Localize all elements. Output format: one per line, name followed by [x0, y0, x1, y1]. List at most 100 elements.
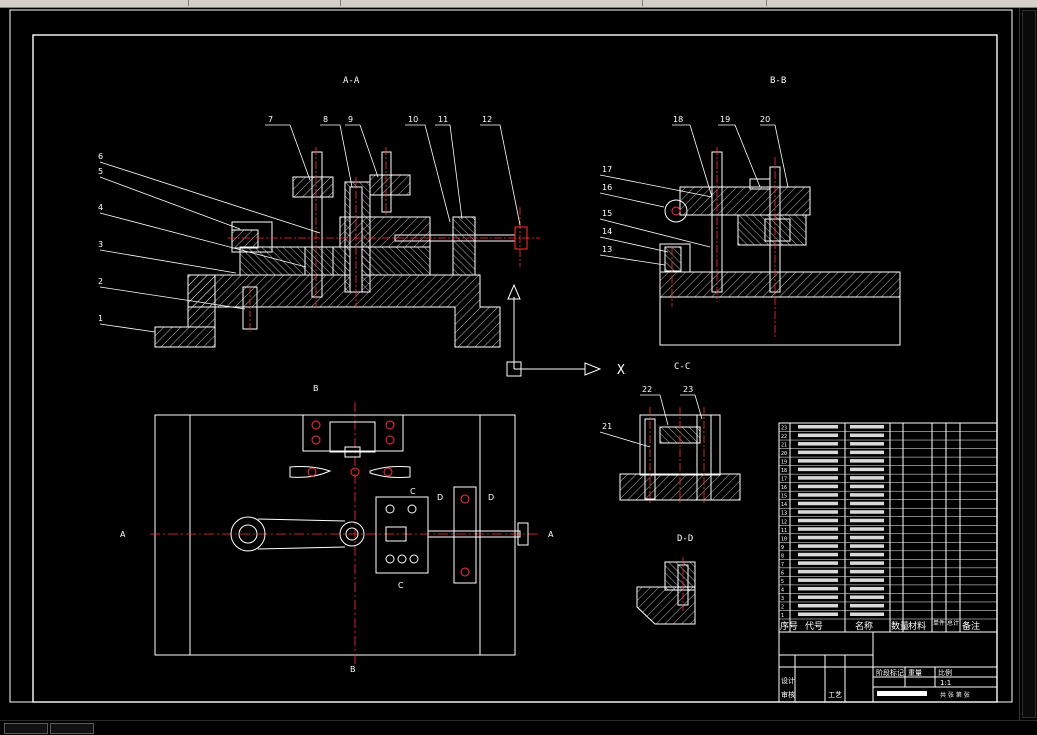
bom-row-name-glyph [850, 552, 884, 557]
balloon-4: 4 [98, 203, 103, 212]
bom-row-seq: 1 [781, 613, 784, 619]
bom-row-code-glyph [798, 450, 838, 455]
vertical-scrollbar[interactable] [1019, 8, 1037, 720]
bom-row-code-glyph [798, 484, 838, 489]
window-top-bar [0, 0, 1037, 8]
bom-row-code-glyph [798, 535, 838, 540]
bom-row-code-glyph [798, 459, 838, 463]
bom-row-code-glyph [798, 569, 838, 574]
vertical-scroll-thumb[interactable] [1022, 10, 1036, 718]
bom-row-seq: 4 [781, 587, 784, 593]
balloon-20: 20 [760, 115, 770, 124]
bom-row-code-glyph [798, 425, 838, 429]
balloon-23: 23 [683, 385, 693, 394]
bom-row-code-glyph [798, 467, 838, 472]
balloon-12: 12 [482, 115, 492, 124]
bom-row-name-glyph [850, 493, 884, 497]
plan-view: A A B B C C D D [120, 384, 554, 674]
bom-row-name-glyph [850, 544, 884, 548]
bom-header-material: 材料 [908, 620, 926, 632]
bom-header-name: 名称 [855, 620, 873, 632]
bom-row-code-glyph [798, 493, 838, 497]
bom-row-name-glyph [850, 442, 884, 446]
balloon-22: 22 [642, 385, 652, 394]
marker-c-bottom: C [398, 581, 404, 590]
marker-d-left: D [437, 493, 443, 502]
bom-row-name-glyph [850, 510, 884, 514]
bom-header-total-weight: 总计 [947, 619, 959, 627]
bom-row-code-glyph [798, 433, 838, 438]
balloon-19: 19 [720, 115, 730, 124]
balloon-21: 21 [602, 422, 612, 431]
tb-designer: 设计 [781, 676, 795, 685]
toolbar-segment [646, 0, 767, 6]
marker-d-right: D [488, 493, 494, 502]
inner-frame [32, 34, 998, 703]
bom-row-name-glyph [850, 450, 884, 455]
title-block: 设计 审核 工艺 阶段标记 重量 比例 1:1 共 张 第 张 [778, 631, 998, 703]
tb-sheet: 共 张 第 张 [940, 691, 970, 699]
bom-header-remark: 备注 [962, 620, 980, 632]
toolbar-segment [190, 0, 341, 6]
section-aa-title: A-A [343, 76, 360, 86]
bom-row-code-glyph [798, 612, 838, 616]
cad-drawing-canvas[interactable]: A-A [0, 7, 1020, 721]
bom-row-name-glyph [850, 603, 884, 608]
bom-row-name-glyph [850, 612, 884, 616]
marker-b-bottom: B [350, 665, 356, 674]
balloon-10: 10 [408, 115, 418, 124]
bom-row-code-glyph [798, 544, 838, 548]
bom-row-seq: 15 [781, 494, 787, 500]
layout-tab[interactable] [50, 723, 94, 734]
bom-row-name-glyph [850, 459, 884, 463]
horizontal-scrollbar[interactable] [0, 720, 1037, 735]
bom-row-code-glyph [798, 552, 838, 557]
balloon-14: 14 [602, 227, 612, 236]
bom-row-name-glyph [850, 586, 884, 591]
tb-checker: 审核 [781, 690, 795, 699]
bom-row-seq: 18 [781, 468, 787, 474]
bom-row-code-glyph [798, 442, 838, 446]
bom-row-code-glyph [798, 527, 838, 531]
bom-header-qty: 数量 [891, 620, 909, 632]
bom-row-code-glyph [798, 510, 838, 514]
bom-row-seq: 16 [781, 485, 787, 491]
bom-row-seq: 9 [781, 545, 784, 551]
bom-row-name-glyph [850, 518, 884, 523]
bom-row-name-glyph [850, 433, 884, 438]
bom-row-seq: 21 [781, 443, 787, 449]
balloon-18: 18 [673, 115, 683, 124]
section-aa-view: A-A [98, 76, 625, 378]
bom-row-name-glyph [850, 476, 884, 480]
balloon-9: 9 [348, 115, 353, 124]
balloon-1: 1 [98, 314, 103, 323]
marker-c-top: C [410, 487, 416, 496]
tb-weight-label: 重量 [908, 669, 922, 677]
bom-row-name-glyph [850, 561, 884, 565]
bom-row-seq: 22 [781, 434, 787, 440]
x-mark: X [617, 363, 625, 378]
section-bb-title: B-B [770, 76, 786, 86]
bom-row-seq: 7 [781, 562, 784, 568]
balloon-6: 6 [98, 152, 103, 161]
layout-tab[interactable] [4, 723, 48, 734]
bom-row-seq: 8 [781, 553, 784, 559]
bom-row-name-glyph [850, 578, 884, 582]
bom-row-seq: 17 [781, 477, 787, 483]
bom-row-code-glyph [798, 578, 838, 582]
section-dd-view: D-D [636, 534, 696, 625]
bom-header-unit-weight: 单件 [933, 619, 945, 627]
bom-row-name-glyph [850, 569, 884, 574]
marker-a-right: A [548, 530, 554, 539]
toolbar-segment [342, 0, 643, 6]
bom-row-name-glyph [850, 501, 884, 506]
bom-row-seq: 10 [781, 536, 787, 542]
tb-scale-label: 比例 [938, 668, 952, 677]
bom-row-code-glyph [798, 603, 838, 608]
bom-row-code-glyph [798, 501, 838, 506]
bom-row-seq: 14 [781, 502, 787, 508]
bom-row-seq: 13 [781, 511, 787, 517]
bom-row-name-glyph [850, 467, 884, 472]
tb-process: 工艺 [828, 691, 842, 699]
